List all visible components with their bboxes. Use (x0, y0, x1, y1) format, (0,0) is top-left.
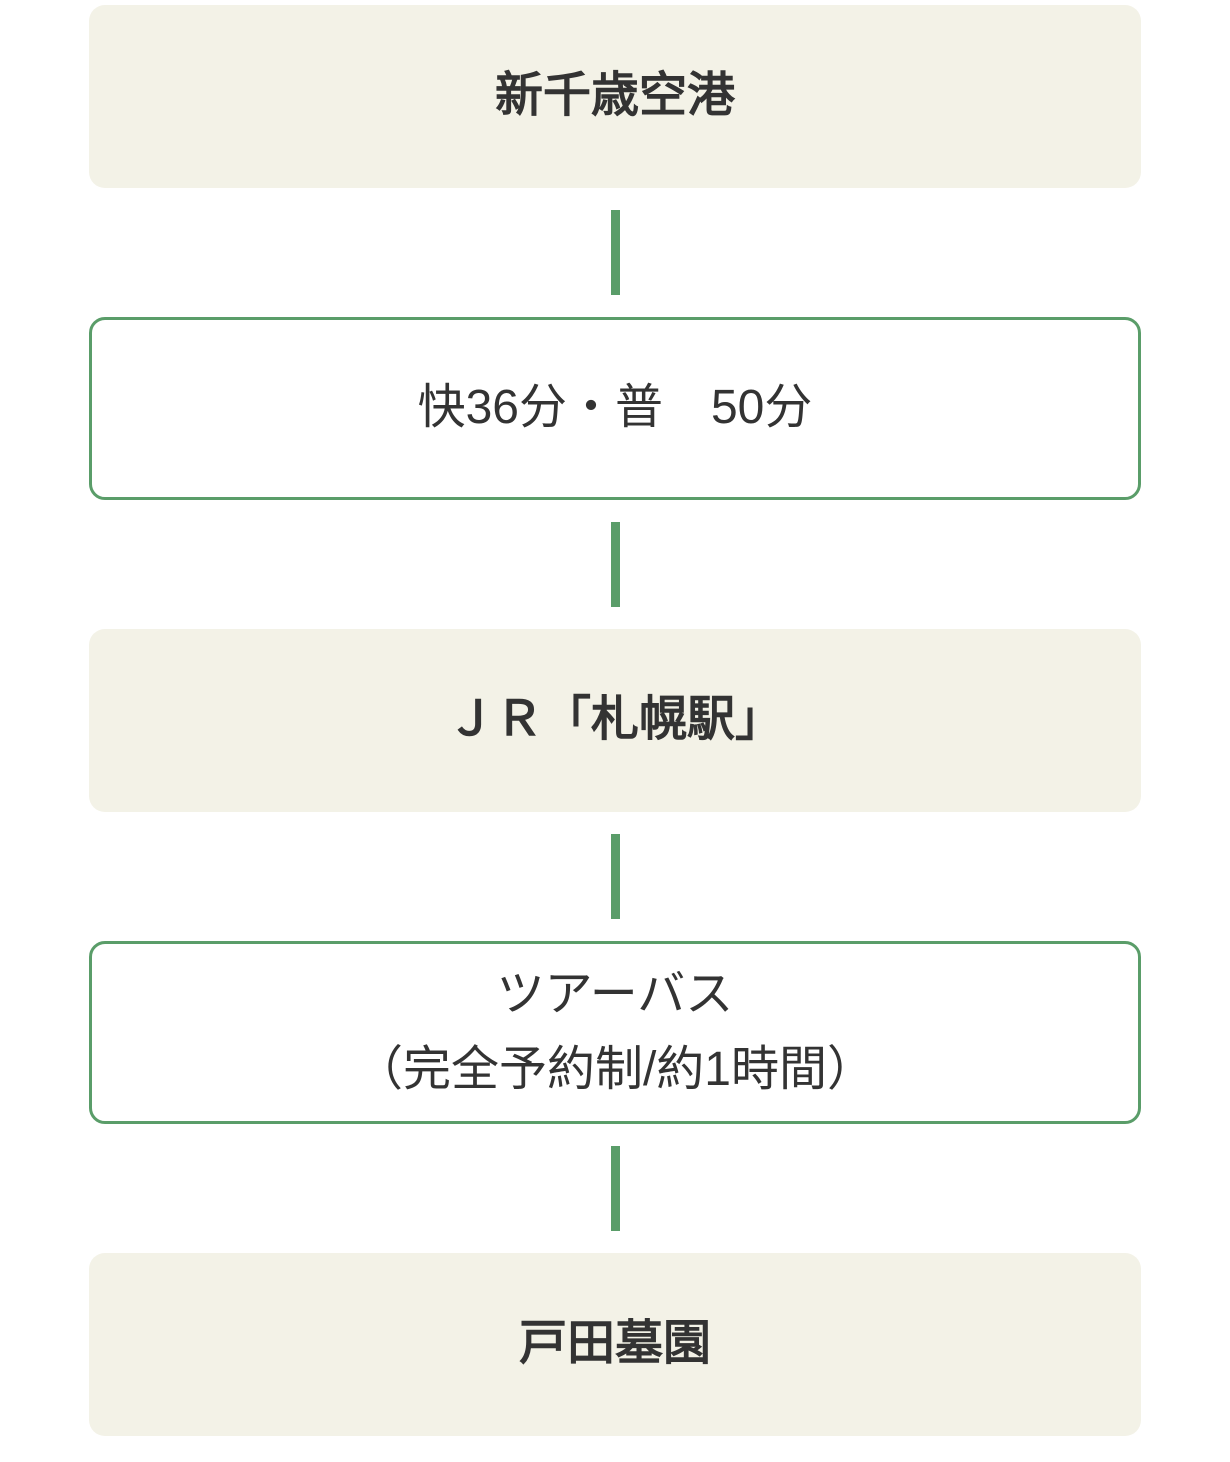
transit-box-jr-rapid-local: 快36分・普 50分 (89, 317, 1141, 500)
station-box-toda-cemetery: 戸田墓園 (89, 1253, 1141, 1436)
connector-line (610, 1146, 620, 1231)
station-box-new-chitose-airport: 新千歳空港 (89, 5, 1141, 188)
station-box-jr-sapporo-station: ＪＲ「札幌駅」 (89, 629, 1141, 812)
transit-sublabel: （完全予約制/約1時間） (354, 1042, 876, 1096)
station-label: ＪＲ「札幌駅」 (446, 693, 783, 747)
access-route-flowchart: 新千歳空港 快36分・普 50分 ＪＲ「札幌駅」 ツアーバス （完全予約制/約1… (89, 0, 1141, 1436)
connector-line (610, 522, 620, 607)
transit-label: ツアーバス (496, 968, 734, 1022)
transit-label: 快36分・普 50分 (417, 381, 813, 435)
station-label: 戸田墓園 (518, 1317, 711, 1371)
connector-line (610, 210, 620, 295)
transit-box-tour-bus: ツアーバス （完全予約制/約1時間） (89, 941, 1141, 1124)
station-label: 新千歳空港 (494, 69, 735, 123)
connector-line (610, 834, 620, 919)
